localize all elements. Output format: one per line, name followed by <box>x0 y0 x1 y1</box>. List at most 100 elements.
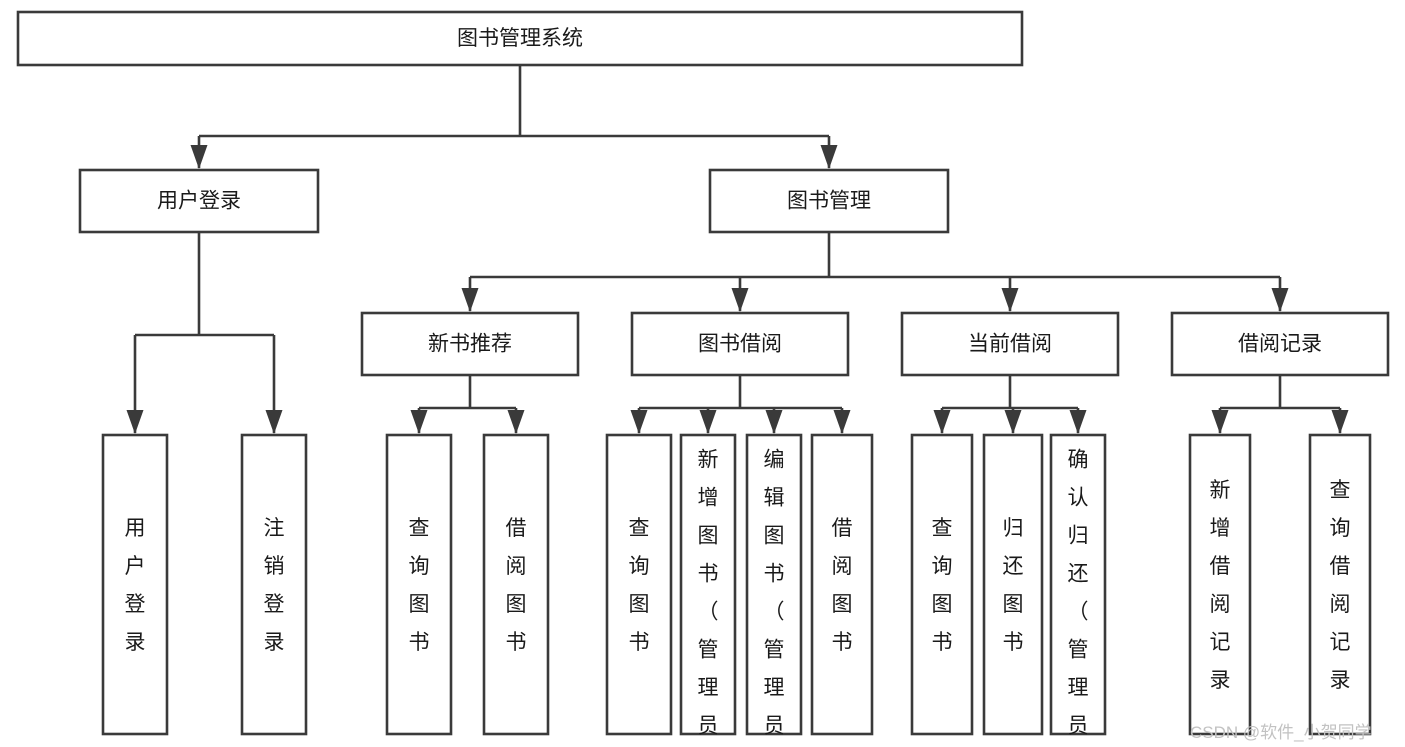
node-label-char: 图 <box>1003 593 1024 616</box>
node-label-char: 书 <box>764 563 785 586</box>
node-box <box>605 433 673 736</box>
node-label-char: 理 <box>1068 677 1089 700</box>
arrow-head-icon <box>933 410 951 434</box>
node-label-char: 归 <box>1003 517 1024 540</box>
node-label-char: 记 <box>1330 631 1351 654</box>
arrow-head-icon <box>507 410 525 434</box>
node-box <box>900 311 1120 377</box>
node-label-char: 新 <box>1210 479 1231 502</box>
node-label-char: 查 <box>932 517 953 540</box>
node-label-char: 书 <box>409 631 430 654</box>
node-label-char: 员 <box>764 715 785 738</box>
nodes-layer: 图书管理系统用户登录图书管理新书推荐图书借阅当前借阅借阅记录用户登录注销登录查询… <box>16 10 1390 747</box>
node-box <box>708 168 950 234</box>
node-label-char: 书 <box>629 631 650 654</box>
node-box <box>16 10 1024 67</box>
arrow-head-icon <box>699 410 717 434</box>
node-label-char: 新 <box>698 449 719 472</box>
node-label-char: 确 <box>1068 449 1089 472</box>
node-box <box>1308 433 1372 736</box>
arrow-head-icon <box>731 288 749 312</box>
arrow-head-icon <box>1271 288 1289 312</box>
node-label-char: 录 <box>125 631 146 654</box>
arrow-head-icon <box>765 410 783 434</box>
node-l2-1[interactable]: 图书管理 <box>708 168 950 234</box>
node-box <box>78 168 320 234</box>
node-label-char: 还 <box>1003 555 1024 578</box>
node-label-char: 归 <box>1068 525 1089 548</box>
node-label-char: 询 <box>932 555 953 578</box>
arrow-head-icon <box>833 410 851 434</box>
node-label-char: 员 <box>698 715 719 738</box>
arrow-head-icon <box>410 410 428 434</box>
node-label-char: （ <box>698 601 719 624</box>
node-label-char: 借 <box>1330 555 1351 578</box>
arrow-head-icon <box>630 410 648 434</box>
node-label-char: 借 <box>832 517 853 540</box>
node-box <box>982 433 1044 736</box>
connectors-layer <box>126 65 1349 434</box>
node-box <box>745 433 803 736</box>
node-box <box>240 433 308 736</box>
node-label-char: 书 <box>698 563 719 586</box>
node-box <box>1188 433 1252 736</box>
csdn-watermark: CSDN @软件_小贺同学 <box>1190 723 1372 742</box>
node-label-char: 图 <box>698 525 719 548</box>
node-label-char: 阅 <box>506 555 527 578</box>
node-label-char: 图 <box>629 593 650 616</box>
node-l3-1[interactable]: 图书借阅 <box>630 311 850 377</box>
node-l3-2[interactable]: 当前借阅 <box>900 311 1120 377</box>
node-label-char: 编 <box>764 449 785 472</box>
node-l3-0[interactable]: 新书推荐 <box>360 311 580 377</box>
node-label-char: 图 <box>409 593 430 616</box>
node-label-char: 询 <box>1330 517 1351 540</box>
node-label-char: 阅 <box>832 555 853 578</box>
arrow-head-icon <box>461 288 479 312</box>
node-leaf-0[interactable]: 用户登录 <box>101 433 169 736</box>
node-label-char: 查 <box>629 517 650 540</box>
node-label: 借阅记录 <box>1238 333 1322 356</box>
arrow-head-icon <box>1331 410 1349 434</box>
node-label-char: 理 <box>764 677 785 700</box>
node-box <box>360 311 580 377</box>
arrow-head-icon <box>1211 410 1229 434</box>
node-box <box>385 433 453 736</box>
node-l2-0[interactable]: 用户登录 <box>78 168 320 234</box>
node-box <box>679 433 737 736</box>
node-label-char: 书 <box>832 631 853 654</box>
node-label-char: 注 <box>264 517 285 540</box>
node-label-char: 图 <box>764 525 785 548</box>
node-box <box>1170 311 1390 377</box>
node-label-char: 书 <box>506 631 527 654</box>
node-label-char: 询 <box>409 555 430 578</box>
node-label-char: 理 <box>698 677 719 700</box>
node-label-char: 员 <box>1068 715 1089 738</box>
node-label-char: 销 <box>264 555 285 578</box>
node-label-char: （ <box>1068 601 1089 624</box>
node-label-char: 书 <box>1003 631 1024 654</box>
arrow-head-icon <box>820 145 838 169</box>
node-label-char: 增 <box>1210 517 1231 540</box>
node-label-char: 录 <box>264 631 285 654</box>
node-label-char: （ <box>764 601 785 624</box>
node-root[interactable]: 图书管理系统 <box>16 10 1024 67</box>
arrow-head-icon <box>190 145 208 169</box>
arrow-head-icon <box>1004 410 1022 434</box>
node-l3-3[interactable]: 借阅记录 <box>1170 311 1390 377</box>
node-label-char: 图 <box>506 593 527 616</box>
node-box <box>630 311 850 377</box>
node-label-char: 管 <box>1068 639 1089 662</box>
